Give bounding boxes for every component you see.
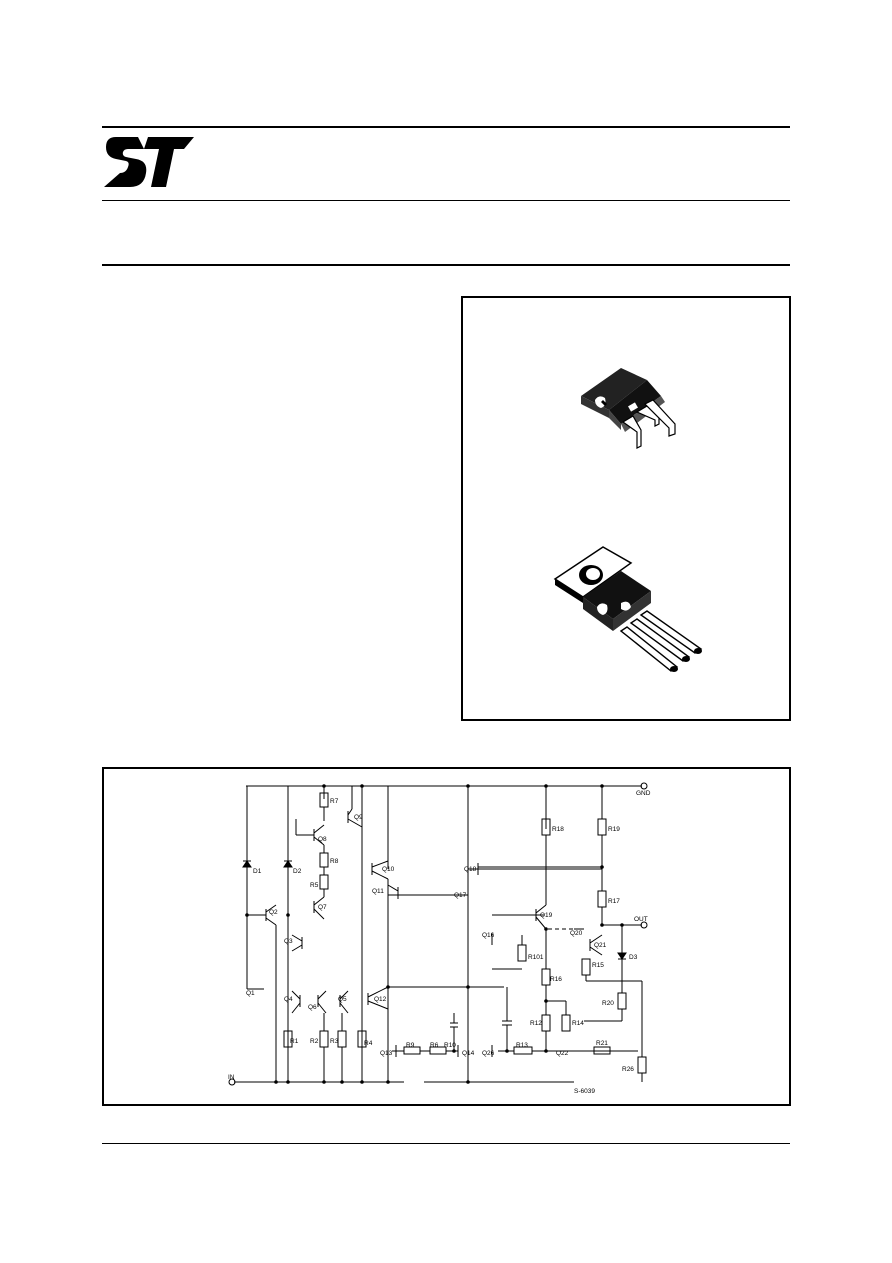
r19-label: R19 [608,826,620,833]
r1-label: R1 [290,1038,299,1045]
out-label: OUT [634,916,648,923]
r10-label: R10 [444,1042,456,1049]
r8-label: R8 [330,858,339,865]
q26-label: Q26 [482,1050,495,1057]
r17-label: R17 [608,898,620,905]
logo-rule [102,200,790,201]
r2-label: R2 [310,1038,319,1045]
q19-label: Q19 [540,912,553,919]
q6-label: Q6 [308,1004,317,1011]
q9-label: Q9 [354,814,363,821]
gnd-label: GND [636,790,651,797]
q17-label: Q17 [454,892,467,899]
r13-label: R13 [516,1042,528,1049]
q10-label: Q10 [382,866,395,873]
d2-label: D2 [293,868,302,875]
q11-label: Q11 [372,888,384,895]
title-rule [102,264,790,266]
q8-label: Q8 [318,836,327,843]
q13-label: Q13 [380,1050,393,1057]
package-image-box [461,296,791,721]
r14-label: R14 [572,1020,584,1027]
q4-label: Q4 [284,996,293,1003]
q1-label: Q1 [246,990,255,997]
q16-label: Q16 [482,932,495,939]
r7-label: R7 [330,798,339,805]
footer-rule [102,1143,790,1144]
r26-label: R26 [622,1066,634,1073]
r12-label: R12 [530,1020,542,1027]
code-label: S-6039 [574,1088,595,1095]
r6-label: R6 [430,1042,439,1049]
r15-label: R15 [592,962,604,969]
d1-label: D1 [253,868,262,875]
in-label: IN [228,1074,235,1081]
schematic-diagram: GND OUT IN S-6039 D1 D2 D3 Q1 Q2 Q3 Q4 Q… [228,782,651,1095]
q22-label: Q22 [556,1050,569,1057]
r21-label: R21 [596,1040,608,1047]
d2pak-package-icon [575,360,685,460]
q3-label: Q3 [284,938,293,945]
q14-label: Q14 [462,1050,475,1057]
r18-label: R18 [552,826,564,833]
r16-label: R16 [550,976,562,983]
st-logo-icon [104,135,196,193]
schematic-box: GND OUT IN S-6039 D1 D2 D3 Q1 Q2 Q3 Q4 Q… [102,767,791,1106]
top-rule [102,126,790,128]
r20-label: R20 [602,1000,614,1007]
to-220-package-icon [551,543,711,683]
q12-label: Q12 [374,996,387,1003]
q5-label: Q5 [338,996,347,1003]
q18-label: Q18 [464,866,477,873]
r3-label: R3 [330,1038,339,1045]
r4-label: R4 [364,1040,373,1047]
d3-label: D3 [629,954,638,961]
r5-label: R5 [310,882,319,889]
r101-label: R101 [528,954,544,961]
q2-label: Q2 [269,909,278,916]
q21-label: Q21 [594,942,607,949]
q20-label: Q20 [570,930,583,937]
q7-label: Q7 [318,904,327,911]
r9-label: R9 [406,1042,415,1049]
